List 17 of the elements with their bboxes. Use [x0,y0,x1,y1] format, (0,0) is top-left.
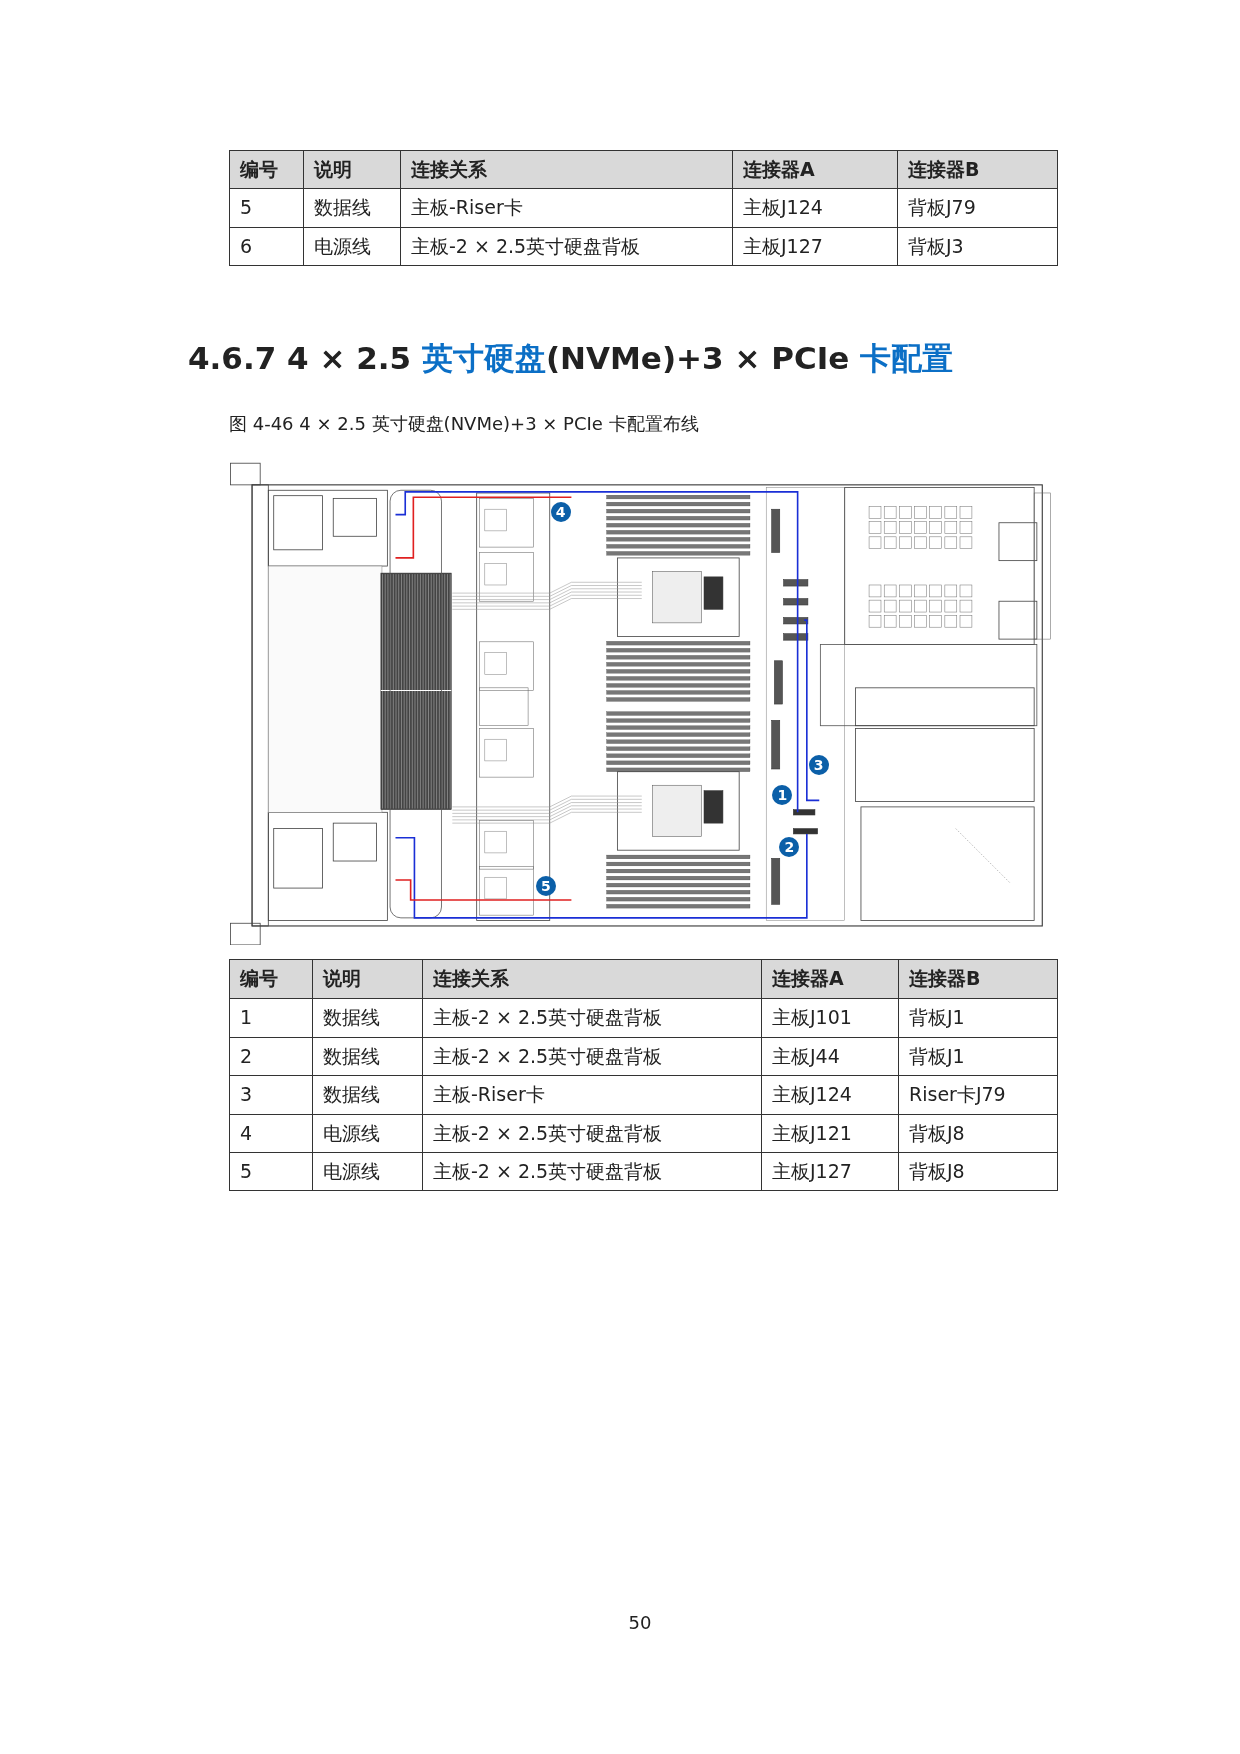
table-header: 连接器B [898,959,1058,999]
table-header: 说明 [303,150,401,189]
table-header: 编号 [229,150,304,189]
table-header: 连接器A [732,150,898,189]
table-cell: 6 [229,227,304,266]
table-header: 编号 [229,959,313,999]
table-header: 连接关系 [422,959,762,999]
table-header: 说明 [312,959,423,999]
table-header: 连接关系 [400,150,733,189]
table-header: 连接器A [761,959,899,999]
table-cell: 背板J8 [898,1152,1058,1191]
figure-caption: 图 4-46 4 × 2.5 英寸硬盘(NVMe)+3 × PCIe 卡配置布线 [229,412,699,436]
table-header: 连接器B [897,150,1058,189]
page-number: 50 [627,1612,653,1633]
table-cell: 背板J3 [897,227,1058,266]
section-heading: 4.6.7 4 × 2.5 英寸硬盘(NVMe)+3 × PCIe 卡配置 [188,339,953,378]
table-cell: 5 [229,1152,313,1191]
